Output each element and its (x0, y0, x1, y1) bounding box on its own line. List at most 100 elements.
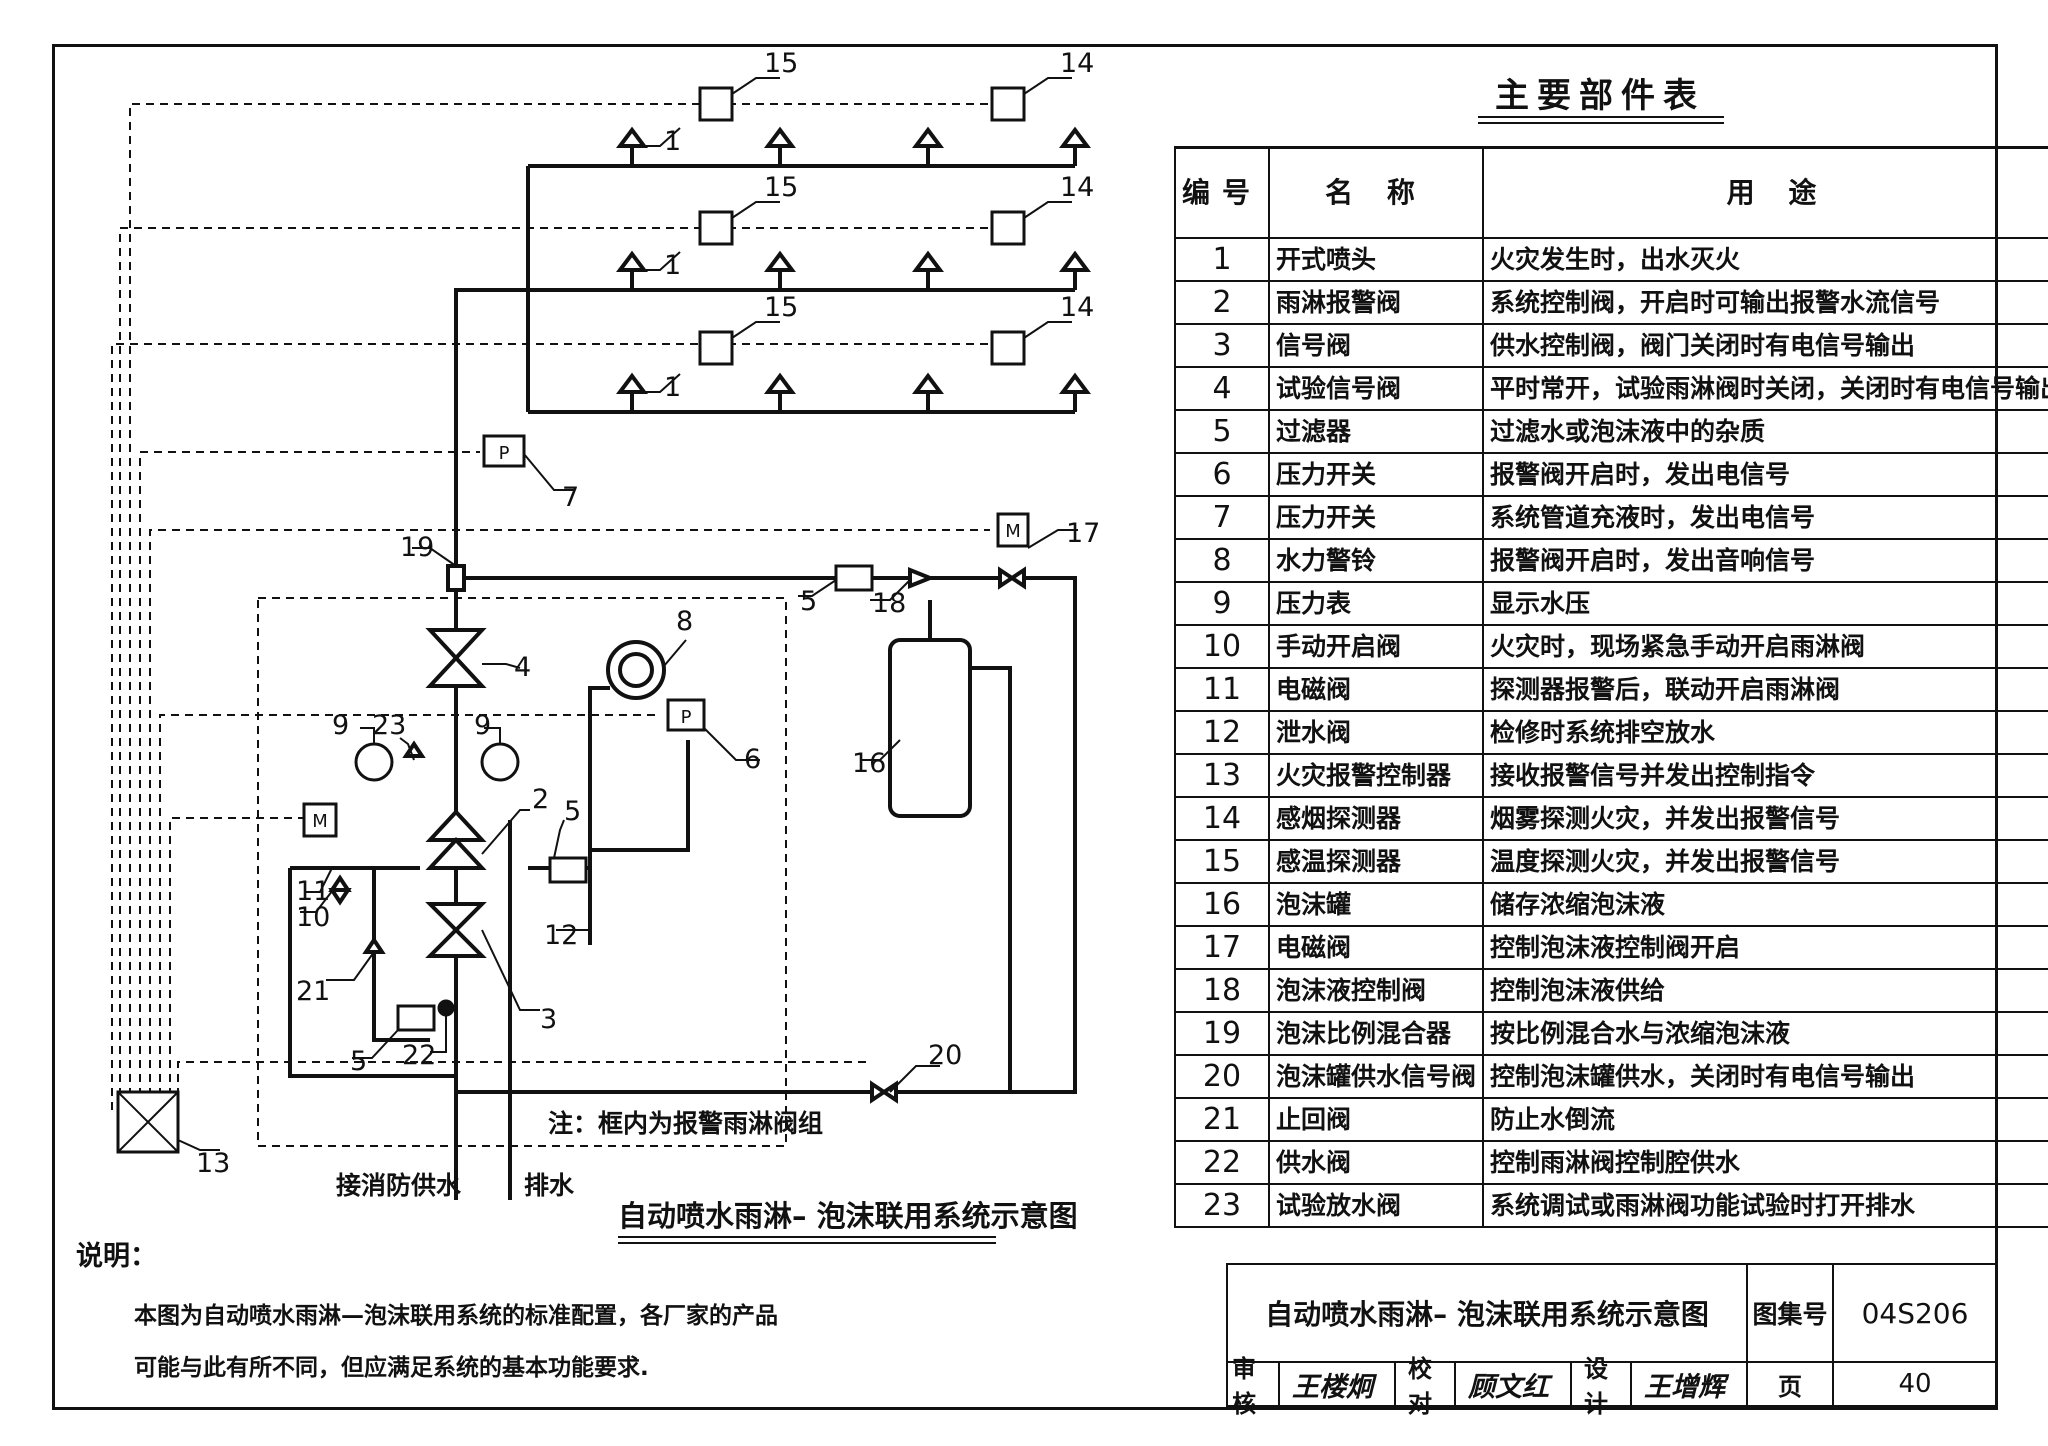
header-name: 名 称 (1268, 146, 1485, 239)
part-use: 火灾发生时，出水灭火 (1482, 237, 2048, 282)
header-no: 编号 (1173, 146, 1271, 239)
header-use: 用 途 (1482, 146, 2048, 239)
part-name: 感烟探测器 (1268, 796, 1485, 841)
part-name: 手动开启阀 (1268, 624, 1485, 669)
diagram-title: 自动喷水雨淋– 泡沫联用系统示意图 (618, 1199, 1078, 1233)
part-name: 压力表 (1268, 581, 1485, 626)
part-name: 压力开关 (1268, 452, 1485, 497)
callout-13: 13 (196, 1148, 230, 1179)
part-name: 开式喷头 (1268, 237, 1485, 282)
part-number: 16 (1173, 882, 1271, 927)
test-signal-valve-4 (425, 628, 487, 661)
pressure-letter: P (499, 443, 510, 464)
strainer-5 (548, 856, 588, 884)
part-use: 平时常开，试验雨淋阀时关闭，关闭时有电信号输出 (1482, 366, 2048, 411)
system-schematic: P P M M (111, 48, 1100, 1200)
page-number: 40 (1832, 1361, 1998, 1407)
foam-tank (888, 638, 972, 818)
callout-1: 1 (664, 126, 681, 157)
part-number: 9 (1173, 581, 1271, 626)
part-use: 控制泡沫液控制阀开启 (1482, 925, 2048, 970)
notes-body: 本图为自动喷水雨淋—泡沫联用系统的标准配置，各厂家的产品 可能与此有所不同，但应… (134, 1290, 1174, 1394)
callout-1: 1 (664, 250, 681, 281)
proportioner-19 (446, 564, 466, 592)
valves (328, 564, 1026, 1104)
title-underline (618, 1242, 996, 1244)
part-use: 显示水压 (1482, 581, 2048, 626)
part-number: 5 (1173, 409, 1271, 454)
smoke-detector (990, 330, 1026, 366)
part-name: 过滤器 (1268, 409, 1485, 454)
divider (1278, 1361, 1288, 1407)
part-number: 8 (1173, 538, 1271, 583)
part-use: 系统控制阀，开启时可输出报警水流信号 (1482, 280, 2048, 325)
drain-label: 排水 (524, 1171, 575, 1200)
detectors (116, 86, 1030, 1154)
divider (1570, 1361, 1580, 1407)
part-number: 13 (1173, 753, 1271, 798)
heat-detector (698, 86, 734, 122)
part-name: 电磁阀 (1268, 925, 1485, 970)
callout-6: 6 (744, 744, 761, 775)
part-name: 泡沫比例混合器 (1268, 1011, 1485, 1056)
callout-14: 14 (1060, 292, 1094, 323)
callout-7: 7 (562, 482, 579, 513)
title-underline (1478, 122, 1724, 124)
atlas-number: 04S206 (1832, 1263, 1998, 1363)
part-name: 试验放水阀 (1268, 1183, 1485, 1228)
tank-supply-valve-20 (870, 1080, 888, 1104)
strainer-5 (396, 1004, 436, 1032)
callout-9: 9 (332, 710, 349, 741)
title-underline (618, 1236, 996, 1238)
part-name: 泡沫罐 (1268, 882, 1485, 927)
part-use: 检修时系统排空放水 (1482, 710, 2048, 755)
callout-5: 5 (800, 586, 817, 617)
callout-2: 2 (532, 784, 549, 815)
part-number: 21 (1173, 1097, 1271, 1142)
foam-control-valve-18 (908, 567, 936, 589)
callout-15: 15 (764, 48, 798, 79)
part-name: 雨淋报警阀 (1268, 280, 1485, 325)
part-name: 水力警铃 (1268, 538, 1485, 583)
strainer-5 (834, 564, 874, 592)
part-use: 控制雨淋阀控制腔供水 (1482, 1140, 2048, 1185)
callout-1: 1 (664, 372, 681, 403)
deluge-alarm-valve-2 (425, 809, 487, 842)
check-valve-21 (362, 936, 386, 954)
divider (1630, 1361, 1640, 1407)
part-name: 泄水阀 (1268, 710, 1485, 755)
callout-20: 20 (928, 1040, 962, 1071)
solenoid-17-motor (996, 512, 1030, 548)
callout-23: 23 (372, 710, 406, 741)
divider (1454, 1361, 1464, 1407)
part-number: 20 (1173, 1054, 1271, 1099)
pressure-gauge-9 (480, 742, 520, 782)
part-number: 2 (1173, 280, 1271, 325)
part-use: 系统管道充液时，发出电信号 (1482, 495, 2048, 540)
part-number: 6 (1173, 452, 1271, 497)
table-header-row: 编号 名 称 用 途 (1173, 146, 2048, 239)
callout-11: 11 (296, 876, 330, 907)
part-name: 感温探测器 (1268, 839, 1485, 884)
part-number: 18 (1173, 968, 1271, 1013)
part-use: 探测器报警后，联动开启雨淋阀 (1482, 667, 2048, 712)
callout-18: 18 (872, 588, 906, 619)
check-signature: 顾文红 (1468, 1371, 1549, 1403)
part-name: 电磁阀 (1268, 667, 1485, 712)
part-number: 11 (1173, 667, 1271, 712)
divider (1394, 1361, 1404, 1407)
part-use: 供水控制阀，阀门关闭时有电信号输出 (1482, 323, 2048, 368)
smoke-detector (698, 210, 734, 246)
part-number: 12 (1173, 710, 1271, 755)
